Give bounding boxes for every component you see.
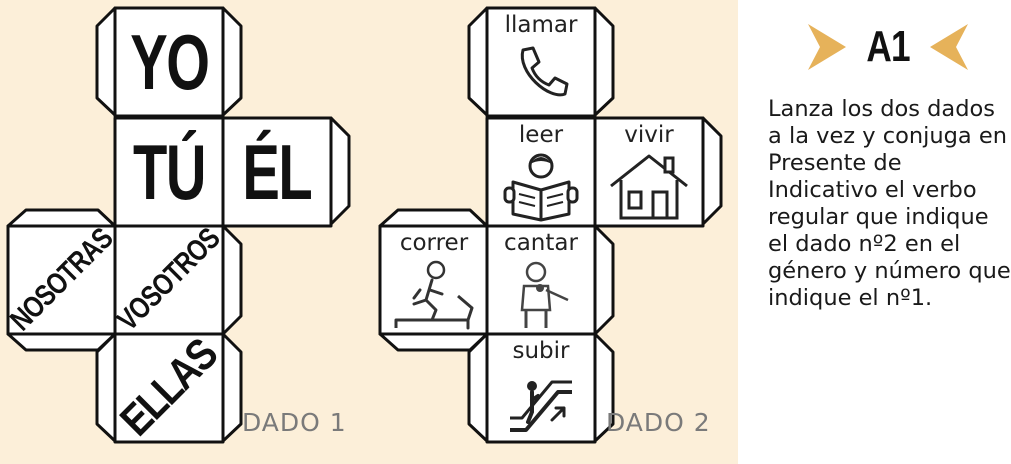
tab <box>221 6 243 117</box>
dice1-face-nosotras: NOSOTRAS <box>8 226 116 334</box>
dice2-label: DADO 2 <box>606 408 711 437</box>
chevron-left-icon <box>930 24 968 70</box>
dice2-face-cantar: cantar <box>487 226 595 334</box>
dice1-face-tu: TÚ <box>115 118 223 226</box>
face-text: VOSOTROS <box>115 226 223 334</box>
verb-label: subir <box>512 338 570 364</box>
reading-person-icon <box>503 153 579 222</box>
treadmill-runner-icon <box>394 260 474 330</box>
dice1-face-yo: YO <box>115 8 223 116</box>
dice1-label: DADO 1 <box>242 408 347 437</box>
level-badge: A1 <box>806 22 970 72</box>
verb-label: correr <box>399 230 469 256</box>
face-text: NOSOTRAS <box>8 226 116 334</box>
escalator-icon <box>510 380 572 432</box>
singer-icon <box>520 261 569 328</box>
chevron-right-icon <box>808 24 846 70</box>
face-text: ÉL <box>242 127 313 216</box>
tab <box>329 116 351 226</box>
tab <box>6 332 117 352</box>
verb-label: vivir <box>624 122 674 148</box>
dice1-face-vosotros: VOSOTROS <box>115 226 223 334</box>
instructions-text: Lanza los dos dados a la vez y conjuga e… <box>768 96 1011 311</box>
face-text: ELLAS <box>115 334 223 442</box>
dice2-face-vivir: vivir <box>595 118 703 226</box>
house-icon <box>610 154 688 220</box>
level-text: A1 <box>866 22 910 71</box>
tab <box>95 332 117 443</box>
verb-label: cantar <box>504 230 578 256</box>
dice2-face-leer: leer <box>487 118 595 226</box>
tab <box>6 208 117 228</box>
dice2-face-subir: subir <box>487 334 595 442</box>
face-text: TÚ <box>132 127 206 216</box>
tab <box>221 332 243 443</box>
phone-icon <box>520 46 569 97</box>
dice2-face-correr: correr <box>380 226 488 334</box>
verb-label: leer <box>518 122 564 148</box>
tab <box>221 224 243 336</box>
dice1-face-el: ÉL <box>223 118 331 226</box>
dice2-face-llamar: llamar <box>487 8 595 116</box>
verb-label: llamar <box>504 12 578 38</box>
dice1-face-ellas: ELLAS <box>115 334 223 442</box>
tab <box>95 6 117 117</box>
face-text: YO <box>129 17 210 106</box>
